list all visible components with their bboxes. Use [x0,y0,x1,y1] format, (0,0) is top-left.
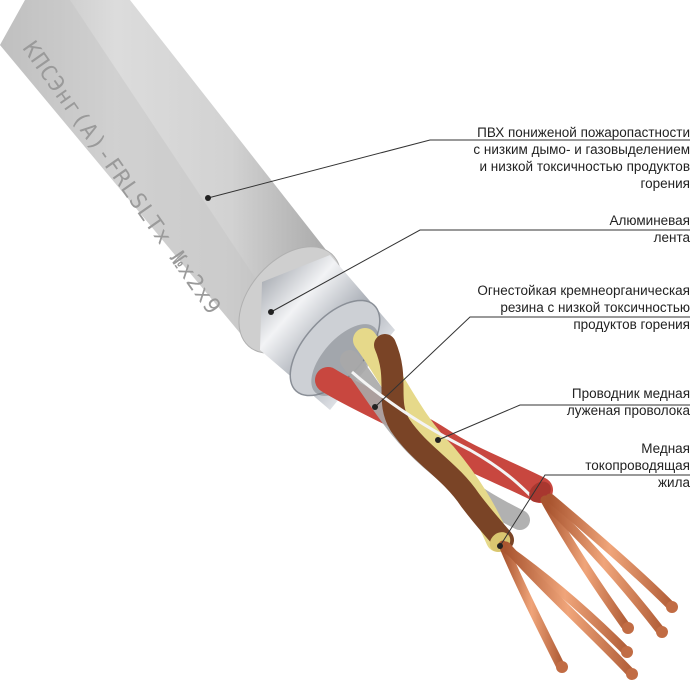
callout-foil: Алюминевая лента [610,212,690,246]
leader-line-foil [270,229,690,313]
insulated-cores [315,328,553,552]
leader-dot-conductor [497,543,503,549]
callout-sheath-line: горения [640,176,690,191]
callout-conductor: Медная токопроводящая жила [585,440,690,491]
callout-insulation-line: продуктов горения [573,317,690,332]
callout-conductor-line: жила [658,475,690,490]
leader-line-insulation [374,316,690,408]
callout-insulation: Огнестойкая кремнеорганическая резина с … [477,282,690,333]
leader-line-conductor [499,474,690,547]
callout-foil-line: Алюминевая [609,213,690,228]
callout-insulation-line: резина с низкой токсичностью [500,300,690,315]
callout-drain: Проводник медная луженая проволока [567,385,690,419]
leader-lines [207,139,690,547]
callout-sheath: ПВХ пониженой пожаропастности с низким д… [473,124,690,192]
callout-insulation-line: Огнестойкая кремнеорганическая [477,283,690,298]
leader-dots [205,195,503,549]
callout-conductor-line: токопроводящая [585,458,690,473]
leader-dot-foil [268,309,274,315]
leader-dot-sheath [205,195,211,201]
callout-drain-line: Проводник медная [571,386,690,401]
callout-drain-line: луженая проволока [566,403,690,418]
leader-dot-drain [435,437,441,443]
callout-sheath-line: ПВХ пониженой пожаропастности [477,125,690,140]
callout-foil-line: лента [653,230,690,245]
callout-sheath-line: с низким дымо- и газовыделением [473,142,690,157]
leader-dot-insulation [372,404,378,410]
leader-line-sheath [207,139,690,199]
copper-conductors [498,493,678,680]
callout-sheath-line: и низкой токсичностью продуктов [479,159,691,174]
leader-line-drain [437,404,690,441]
callout-conductor-line: Медная [641,441,690,456]
